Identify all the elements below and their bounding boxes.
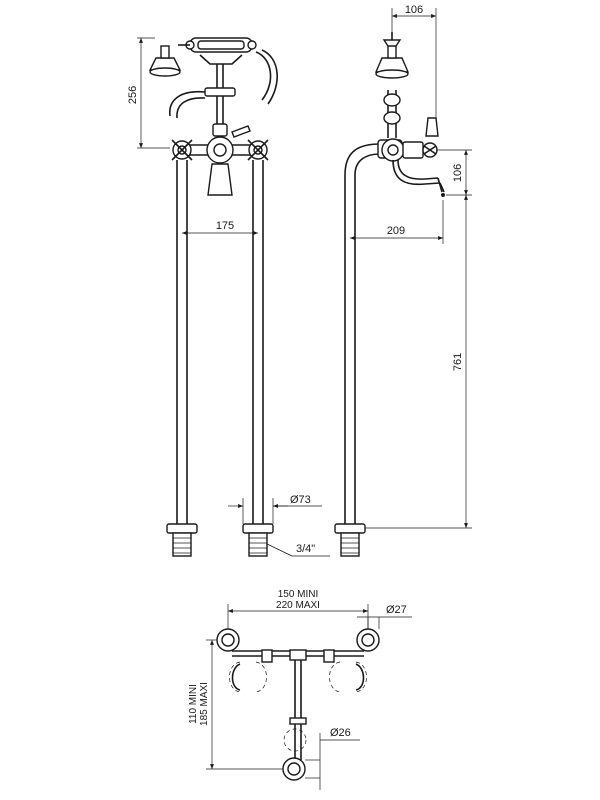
dimension-inlet-diameter-label: Ø27 [386,604,407,616]
dimension-761: 761 [365,195,472,529]
dimension-max-depth-label: 185 MAXI [199,682,210,726]
dimension-thread: 3/4" [266,543,330,557]
dimension-pipe-diameter-label: Ø73 [290,494,311,506]
dimension-106-right: 106 [436,149,472,196]
dimension-106-top: 106 [391,4,437,118]
dimension-plan-depth: 110 MINI 185 MAXI [188,639,283,770]
dimension-106-top-label: 106 [405,4,423,16]
valve-body [171,123,269,196]
dimension-209-label: 209 [387,225,405,237]
right-standpipe [242,160,274,557]
side-valve-body [377,117,445,197]
front-view [148,37,278,557]
dimension-min-center-label: 150 MINI [278,589,319,600]
dimension-106-right-label: 106 [452,164,464,182]
dimension-min-depth-label: 110 MINI [188,684,199,724]
dimension-plan-width: 150 MINI 220 MAXI [227,589,369,629]
dimension-175-label: 175 [216,220,234,232]
dimension-256-label: 256 [127,86,139,104]
dimension-thread-label: 3/4" [296,543,315,555]
plan-view [216,628,380,781]
dimension-pipe-diameter: Ø73 [228,494,322,524]
dimension-max-center-label: 220 MAXI [276,600,320,611]
left-standpipe [166,160,198,557]
hand-shower [148,37,278,124]
side-hand-shower [374,32,410,138]
dimension-209: 209 [350,200,444,244]
dimension-drain-diameter: Ø26 [305,727,360,790]
dimension-drain-diameter-label: Ø26 [330,727,351,739]
dimension-256: 256 [127,37,170,149]
dimension-inlet-diameter: Ø27 [357,604,412,629]
dimension-761-label: 761 [452,353,464,371]
side-column [334,143,381,557]
dimension-175: 175 [182,220,258,235]
side-view [334,32,445,557]
